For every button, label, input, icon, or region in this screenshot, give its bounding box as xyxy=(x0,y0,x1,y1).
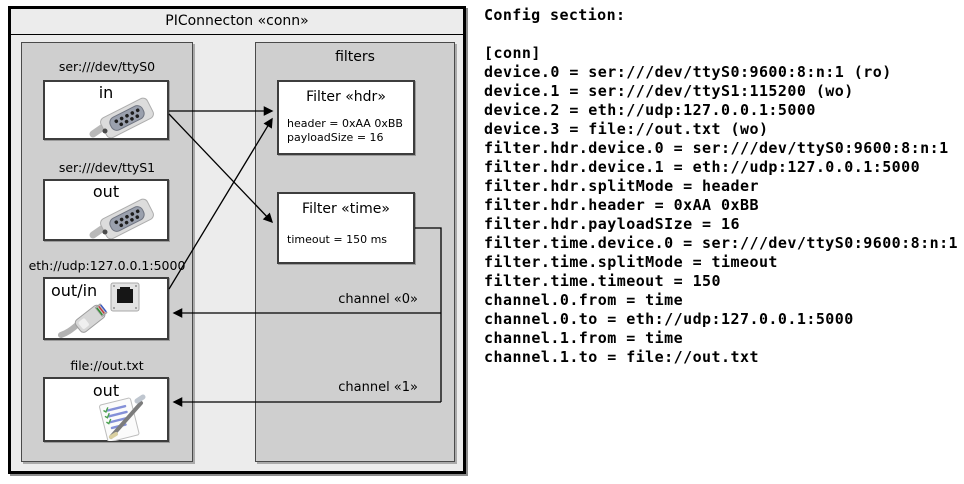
device-direction: out/in xyxy=(51,281,98,300)
config-line: filter.hdr.device.0 = ser:///dev/ttyS0:9… xyxy=(484,139,949,157)
config-line: filter.time.splitMode = timeout xyxy=(484,253,778,271)
device-label-ttyS1: ser:///dev/ttyS1 xyxy=(58,160,156,175)
ethernet-jack-icon xyxy=(109,281,141,317)
config-line: filter.hdr.device.1 = eth://udp:127.0.0.… xyxy=(484,158,921,176)
config-line: device.0 = ser:///dev/ttyS0:9600:8:n:1 (… xyxy=(484,63,892,81)
config-line: filter.hdr.splitMode = header xyxy=(484,177,759,195)
device-box-ttyS0: in xyxy=(43,80,169,140)
filter-hdr-title: Filter «hdr» xyxy=(306,89,386,105)
config-line: filter.time.device.0 = ser:///dev/ttyS0:… xyxy=(484,234,959,252)
config-line: filter.hdr.payloadSIze = 16 xyxy=(484,215,740,233)
config-lines: [conn] device.0 = ser:///dev/ttyS0:9600:… xyxy=(484,44,962,367)
filter-time-prop-timeout: timeout = 150 ms xyxy=(287,233,388,246)
device-direction: in xyxy=(98,83,114,102)
channel-0-label: channel «0» xyxy=(338,292,418,307)
config-line: channel.0.to = eth://udp:127.0.0.1:5000 xyxy=(484,310,854,328)
ethernet-connector-icon xyxy=(55,297,117,343)
device-direction: out xyxy=(92,182,120,201)
config-line: filter.time.timeout = 150 xyxy=(484,272,722,290)
filter-hdr-box: Filter «hdr» header = 0xAA 0xBB payloadS… xyxy=(277,80,415,155)
filter-hdr-prop-header: header = 0xAA 0xBB xyxy=(287,117,403,130)
config-line: device.2 = eth://udp:127.0.0.1:5000 xyxy=(484,101,816,119)
config-line: filter.hdr.header = 0xAA 0xBB xyxy=(484,196,759,214)
device-label-file: file://out.txt xyxy=(70,358,144,373)
filter-time-box: Filter «time» timeout = 150 ms xyxy=(277,192,415,264)
filter-hdr-prop-payload: payloadSize = 16 xyxy=(287,131,384,144)
config-line: device.3 = file://out.txt (wo) xyxy=(484,120,769,138)
serial-connector-icon xyxy=(79,92,163,142)
device-box-eth: out/in xyxy=(43,277,169,340)
serial-connector-icon xyxy=(79,193,163,243)
notepad-icon xyxy=(93,393,155,445)
config-line: channel.1.to = file://out.txt xyxy=(484,348,759,366)
config-section: Config section: [conn] device.0 = ser://… xyxy=(484,6,962,367)
config-line: channel.0.from = time xyxy=(484,291,684,309)
channel-1-label: channel «1» xyxy=(338,380,418,395)
device-box-file: out xyxy=(43,377,169,445)
config-line: channel.1.from = time xyxy=(484,329,684,347)
filter-time-title: Filter «time» xyxy=(302,201,390,217)
device-label-eth: eth://udp:127.0.0.1:5000 xyxy=(28,258,186,273)
piconnector-title: PIConnecton «conn» xyxy=(11,9,463,35)
config-line: device.1 = ser:///dev/ttyS1:115200 (wo) xyxy=(484,82,854,100)
filters-group-title: filters xyxy=(335,49,375,65)
device-direction: out xyxy=(92,381,120,400)
device-box-ttyS1: out xyxy=(43,179,169,241)
device-label-ttyS0: ser:///dev/ttyS0 xyxy=(58,59,156,74)
config-line: [conn] xyxy=(484,44,541,62)
config-heading: Config section: xyxy=(484,6,626,24)
